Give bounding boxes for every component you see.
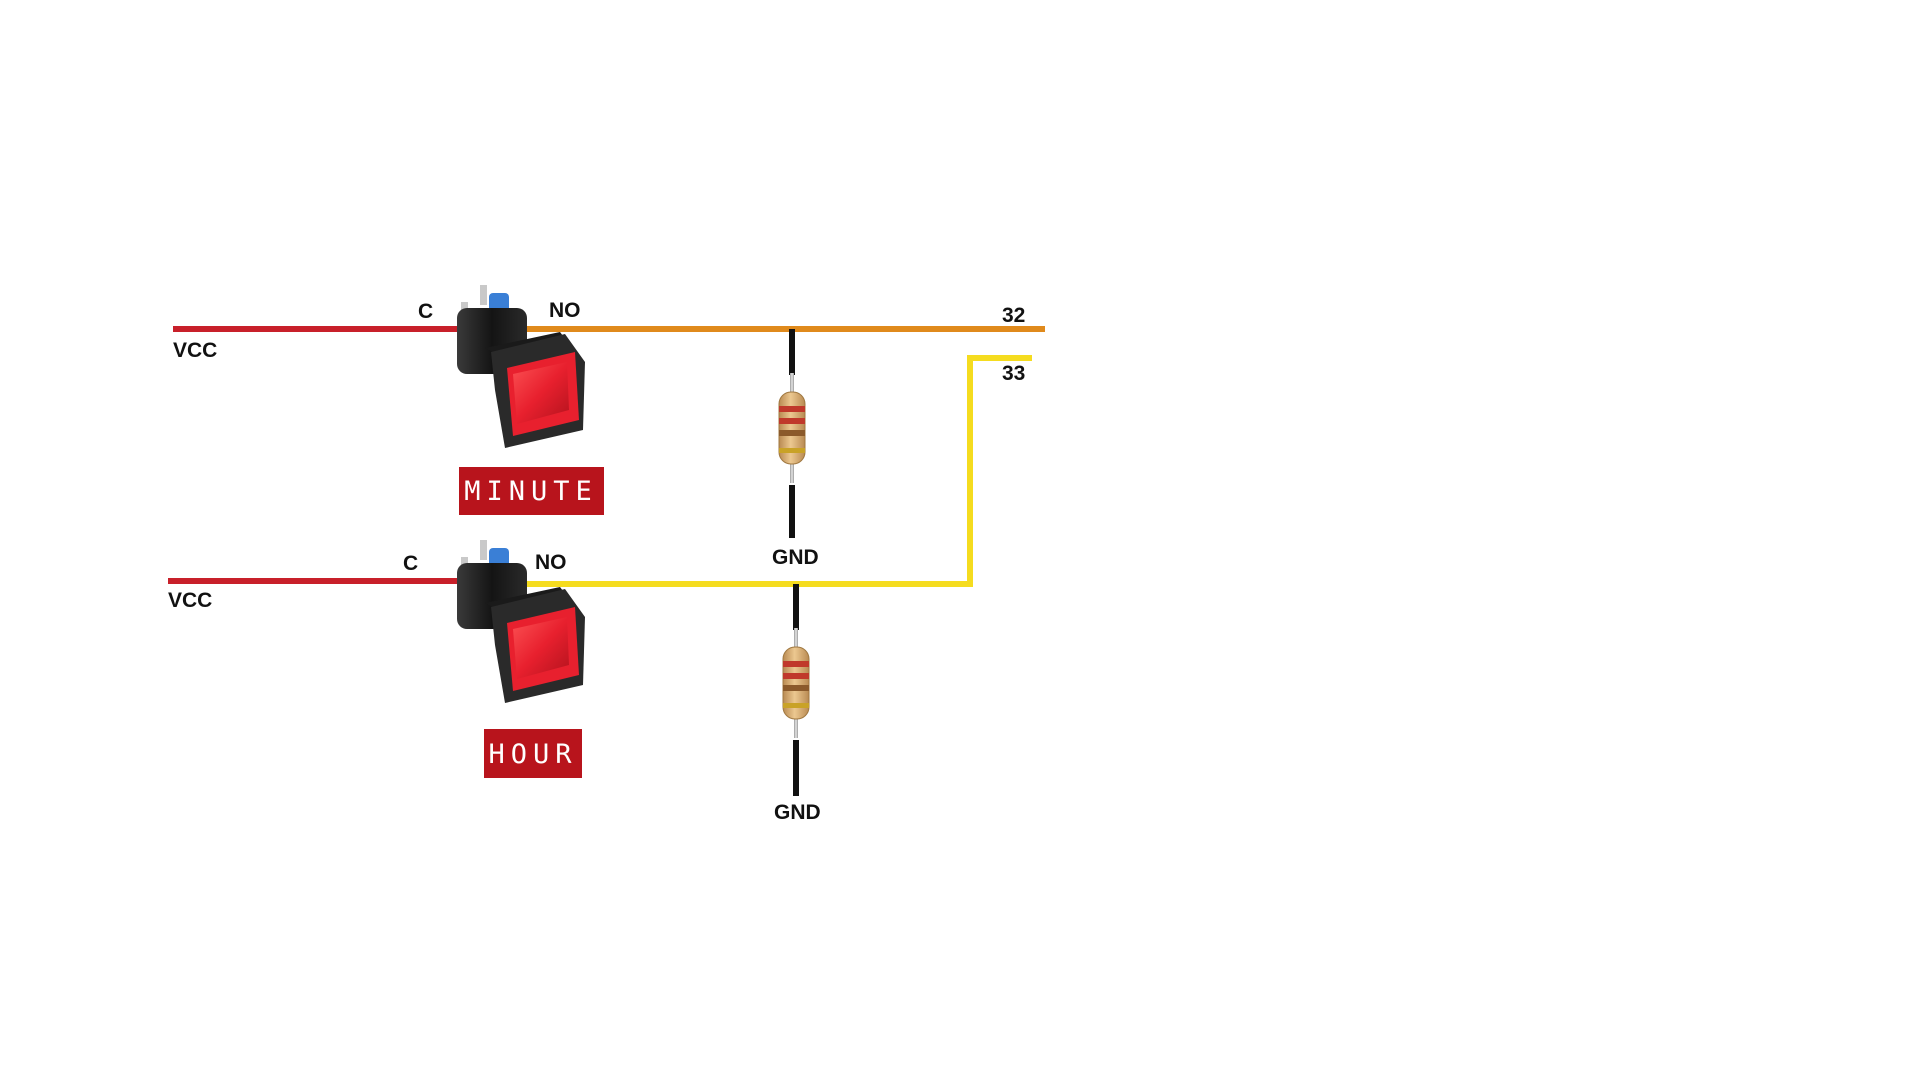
minute-gnd-label: GND [772,546,819,569]
minute-no-label: NO [549,299,581,322]
hour-circuit: HOUR VCC C NO 33 GND [168,355,1032,824]
hour-tag: HOUR [484,729,582,778]
pin33-label: 33 [1002,362,1025,385]
hour-resistor [782,628,810,738]
hour-tag-label: HOUR [488,739,577,770]
minute-push-button [457,285,585,448]
hour-vcc-label: VCC [168,589,212,612]
minute-tag-label: MINUTE [464,476,598,507]
minute-circuit: MINUTE VCC C NO 32 GND [173,285,1045,569]
hour-c-label: C [403,552,418,575]
pin32-label: 32 [1002,304,1025,327]
hour-gnd-label: GND [774,801,821,824]
minute-c-label: C [418,300,433,323]
pin33-wire [526,355,1032,587]
hour-push-button [457,540,585,703]
minute-tag: MINUTE [459,467,604,515]
minute-resistor [778,373,806,483]
hour-no-label: NO [535,551,567,574]
minute-vcc-label: VCC [173,339,217,362]
